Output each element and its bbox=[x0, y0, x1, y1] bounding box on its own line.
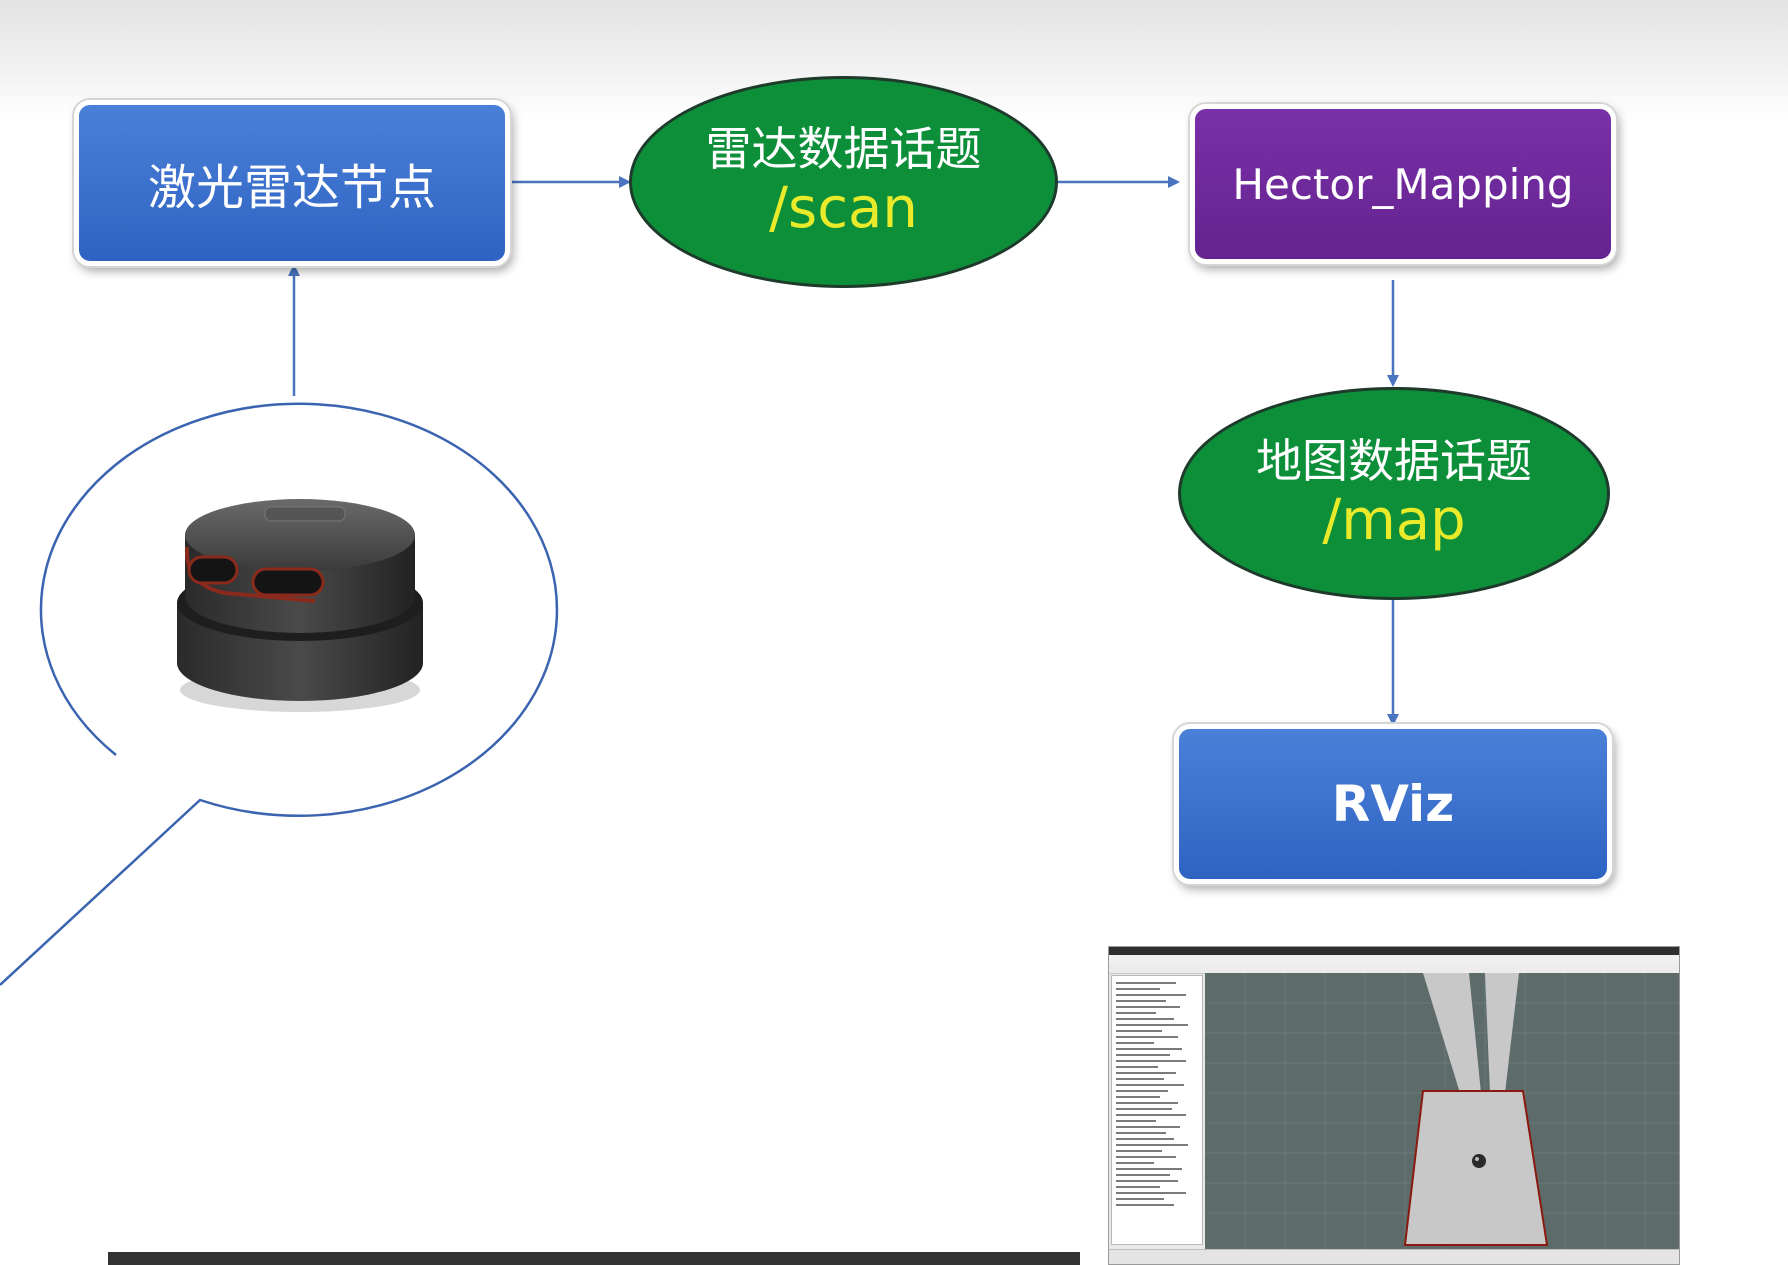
subtitle-bar bbox=[108, 1252, 1080, 1265]
node-rviz: RViz bbox=[1174, 724, 1612, 884]
topic-map-title: 地图数据话题 bbox=[1256, 433, 1532, 488]
topic-scan-name: /scan bbox=[769, 176, 918, 242]
topic-map-name: /map bbox=[1322, 487, 1466, 553]
node-rviz-label: RViz bbox=[1331, 775, 1455, 833]
lidar-sensor-image bbox=[177, 499, 423, 712]
rviz-statusbar bbox=[1109, 1249, 1679, 1264]
topic-scan: 雷达数据话题 /scan bbox=[629, 76, 1058, 288]
rviz-displays-panel bbox=[1111, 975, 1203, 1245]
node-hector-mapping: Hector_Mapping bbox=[1190, 104, 1616, 264]
node-lidar-label: 激光雷达节点 bbox=[147, 160, 436, 216]
node-hector-mapping-label: Hector_Mapping bbox=[1232, 159, 1574, 209]
rviz-3d-view bbox=[1205, 973, 1679, 1249]
topic-map: 地图数据话题 /map bbox=[1178, 387, 1610, 600]
rviz-titlebar bbox=[1109, 947, 1679, 955]
topic-scan-title: 雷达数据话题 bbox=[705, 122, 982, 177]
rviz-map-screenshot bbox=[1108, 946, 1680, 1265]
speech-bubble-outline bbox=[0, 402, 559, 986]
node-lidar: 激光雷达节点 bbox=[74, 100, 510, 266]
rviz-occupancy-map bbox=[1205, 973, 1679, 1249]
